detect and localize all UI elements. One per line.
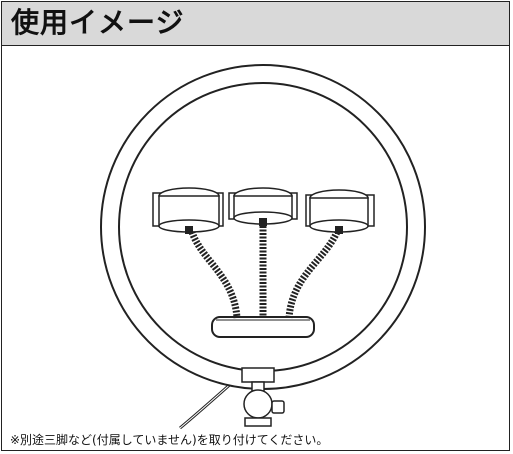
gooseneck-right [285, 230, 341, 319]
phone-holder-right [305, 189, 375, 234]
section-title: 使用イメージ [11, 6, 185, 39]
phone-holder-center [228, 187, 298, 226]
phone-holder-left [152, 187, 224, 234]
section-header: 使用イメージ [2, 2, 509, 46]
ring-light-illustration [100, 64, 426, 430]
gooseneck-left [188, 230, 241, 319]
footnote: ※別途三脚など(付属していません)を取り付けてください。 [10, 433, 329, 447]
ball-head-mount [241, 367, 285, 427]
